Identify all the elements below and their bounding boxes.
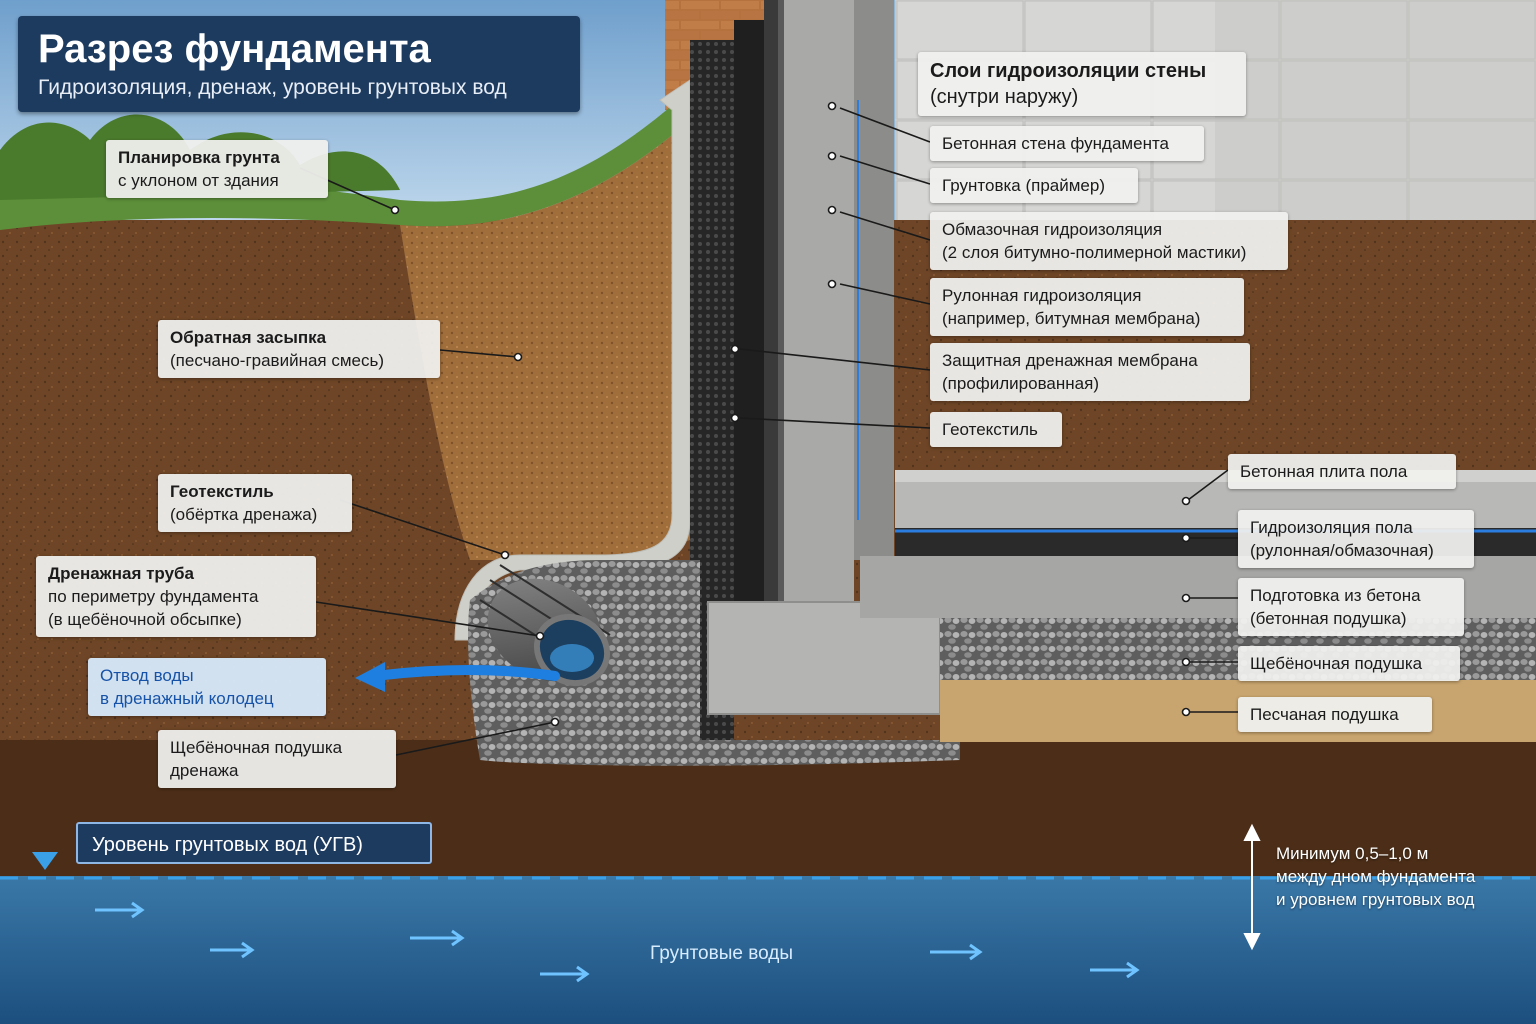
wall-layer-geotextile: Геотекстиль <box>930 412 1062 447</box>
wall-layer-drain-membrane: Защитная дренажная мембрана (профилирова… <box>930 343 1250 401</box>
min-distance-arrow <box>1243 823 1261 951</box>
wall-layer-coating-line2: (2 слоя битумно-полимерной мастики) <box>942 243 1247 262</box>
label-geotextile-drain: Геотекстиль (обёртка дренажа) <box>158 474 352 532</box>
label-gravel-bed-drain-line2: дренажа <box>170 761 239 780</box>
min-distance-line3: и уровнем грунтовых вод <box>1276 890 1475 909</box>
label-gravel-bed-drain: Щебёночная подушка дренажа <box>158 730 396 788</box>
page-title: Разрез фундамента <box>38 27 431 71</box>
wall-layer-geotextile-text: Геотекстиль <box>942 420 1038 439</box>
groundwater-body <box>0 876 1536 1024</box>
wall-layers-heading: Слои гидроизоляции стены (снутри наружу) <box>918 52 1246 116</box>
label-water-outlet-line2: в дренажный колодец <box>100 689 274 708</box>
label-drain-pipe-line2: по периметру фундамента <box>48 587 259 606</box>
foundation-footing <box>707 601 941 715</box>
floor-layer-sand-text: Песчаная подушка <box>1250 705 1399 724</box>
floor-layer-concrete-prep: Подготовка из бетона (бетонная подушка) <box>1238 578 1464 636</box>
floor-layer-gravel: Щебёночная подушка <box>1238 646 1460 681</box>
label-backfill-line1: Обратная засыпка <box>170 328 327 347</box>
wall-layer-concrete-text: Бетонная стена фундамента <box>942 134 1170 153</box>
primer-layer <box>778 0 784 610</box>
groundwater-label: Грунтовые воды <box>650 943 793 964</box>
floor-layer-concrete-prep-line2: (бетонная подушка) <box>1250 609 1407 628</box>
wall-layers-heading-line1: Слои гидроизоляции стены <box>930 60 1207 82</box>
floor-layer-slab-text: Бетонная плита пола <box>1240 462 1408 481</box>
floor-layer-slab: Бетонная плита пола <box>1228 454 1456 489</box>
wall-layer-coating-line1: Обмазочная гидроизоляция <box>942 220 1163 239</box>
foundation-wall <box>784 0 854 610</box>
label-grading-line1: Планировка грунта <box>118 148 280 167</box>
groundwater-level-label: Уровень грунтовых вод (УГВ) <box>76 822 432 864</box>
label-grading: Планировка грунта с уклоном от здания <box>106 140 328 198</box>
label-drain-pipe-line3: (в щебёночной обсыпке) <box>48 610 242 629</box>
water-outlet-arrowhead <box>355 662 385 692</box>
foundation-wall-inner <box>854 0 894 560</box>
floor-layer-waterproofing-line1: Гидроизоляция пола <box>1250 518 1413 537</box>
floor-layer-concrete-prep-line1: Подготовка из бетона <box>1250 586 1421 605</box>
floor-layer-waterproofing-line2: (рулонная/обмазочная) <box>1250 541 1434 560</box>
min-distance-line2: между дном фундамента <box>1276 867 1476 886</box>
label-backfill: Обратная засыпка (песчано-гравийная смес… <box>158 320 440 378</box>
wall-layer-rolled-line2: (например, битумная мембрана) <box>942 309 1201 328</box>
wall-layers-heading-line2: (снутри наружу) <box>930 86 1079 108</box>
wall-layer-primer: Грунтовка (праймер) <box>930 168 1138 203</box>
rolled-membrane <box>734 20 764 610</box>
label-drain-pipe: Дренажная труба по периметру фундамента … <box>36 556 316 637</box>
label-gravel-bed-drain-line1: Щебёночная подушка <box>170 738 343 757</box>
backfill-zone <box>400 120 690 560</box>
label-water-outlet: Отвод воды в дренажный колодец <box>88 658 326 716</box>
label-geotextile-drain-line2: (обёртка дренажа) <box>170 505 318 524</box>
coating-waterproofing <box>764 0 778 610</box>
wall-layer-concrete: Бетонная стена фундамента <box>930 126 1204 161</box>
label-drain-pipe-line1: Дренажная труба <box>48 564 194 583</box>
floor-layer-gravel-text: Щебёночная подушка <box>1250 654 1423 673</box>
water-outlet-arrow <box>370 665 560 681</box>
label-grading-line2: с уклоном от здания <box>118 171 279 190</box>
wall-layer-coating: Обмазочная гидроизоляция (2 слоя битумно… <box>930 212 1288 270</box>
label-geotextile-drain-line1: Геотекстиль <box>170 482 274 501</box>
min-distance-line1: Минимум 0,5–1,0 м <box>1276 844 1429 863</box>
floor-layer-sand: Песчаная подушка <box>1238 697 1432 732</box>
title-panel: Разрез фундамента Гидроизоляция, дренаж,… <box>18 16 580 112</box>
floor-layer-waterproofing: Гидроизоляция пола (рулонная/обмазочная) <box>1238 510 1474 568</box>
leader-lines <box>299 101 1238 756</box>
label-backfill-line2: (песчано-гравийная смесь) <box>170 351 385 370</box>
label-water-outlet-line1: Отвод воды <box>100 666 194 685</box>
wall-layer-rolled: Рулонная гидроизоляция (например, битумн… <box>930 278 1244 336</box>
page-subtitle: Гидроизоляция, дренаж, уровень грунтовых… <box>38 76 507 99</box>
wall-layer-drain-membrane-line1: Защитная дренажная мембрана <box>942 351 1198 370</box>
wall-layer-drain-membrane-line2: (профилированная) <box>942 374 1099 393</box>
wall-layer-primer-text: Грунтовка (праймер) <box>942 176 1106 195</box>
groundwater-flow-arrows <box>95 901 1140 983</box>
wall-layer-rolled-line1: Рулонная гидроизоляция <box>942 286 1142 305</box>
min-distance-note: Минимум 0,5–1,0 м между дном фундамента … <box>1276 842 1526 911</box>
groundwater-level-marker <box>32 852 58 870</box>
